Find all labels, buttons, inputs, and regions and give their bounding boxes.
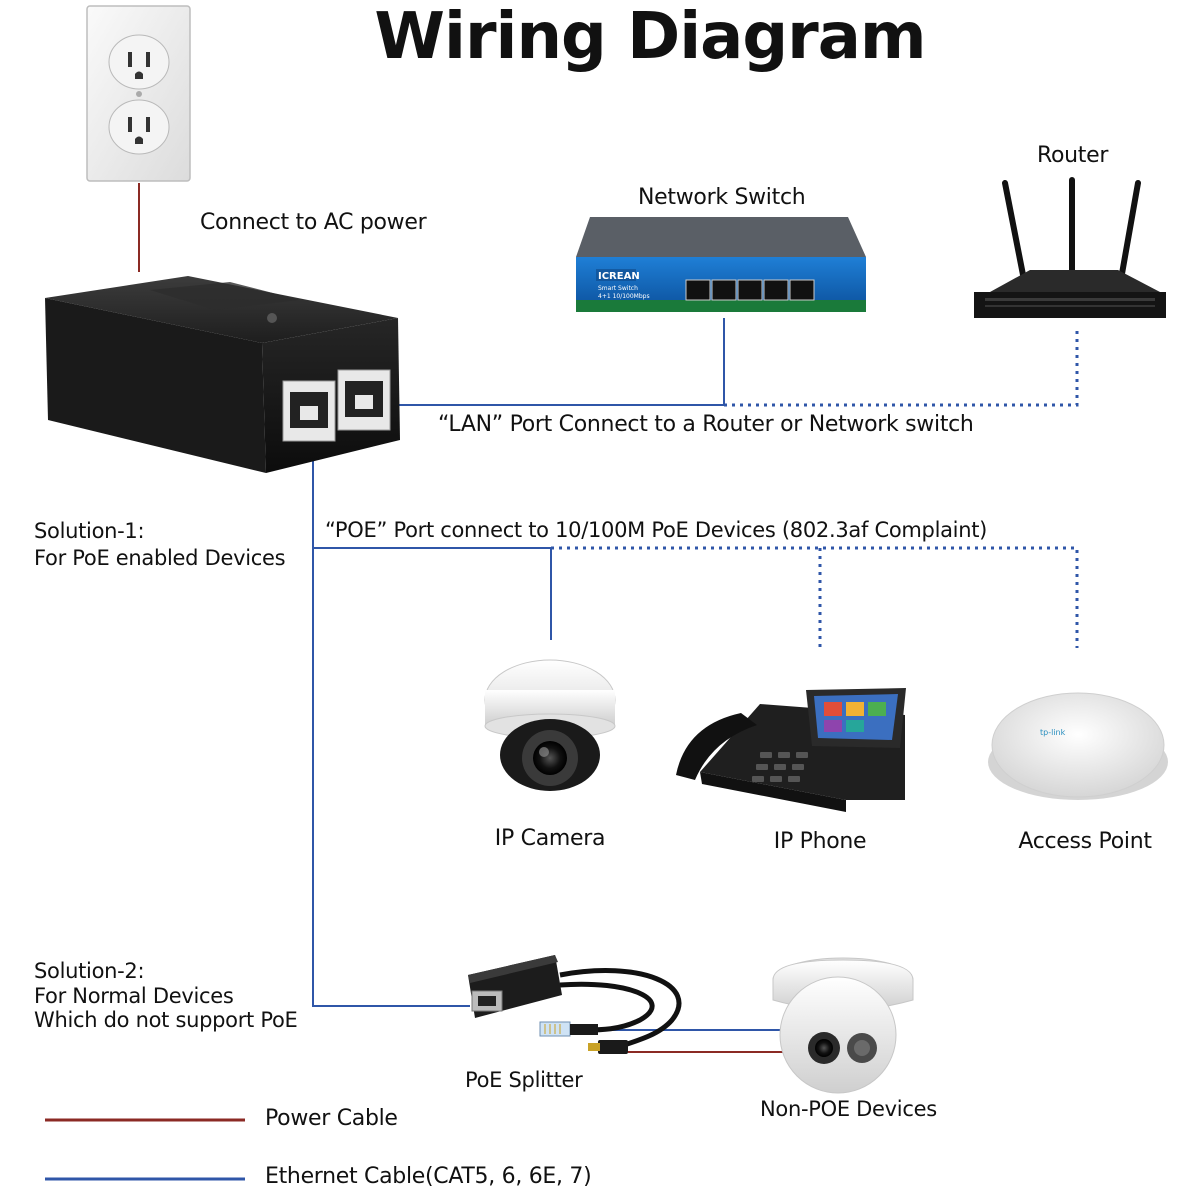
poe-injector	[45, 276, 400, 473]
ac-power-label: Connect to AC power	[200, 210, 427, 235]
poe-splitter-label: PoE Splitter	[465, 1068, 583, 1092]
ip-phone	[676, 688, 906, 812]
solution-2-desc-2: Which do not support PoE	[34, 1008, 298, 1032]
solution-2-label: Solution-2: For Normal Devices Which do …	[34, 958, 298, 1032]
ip-phone-label: IP Phone	[773, 829, 867, 854]
solution-2-desc-1: For Normal Devices	[34, 984, 234, 1008]
page-title: Wiring Diagram	[374, 0, 926, 74]
poe-dotted-links	[551, 546, 1079, 648]
switch-brand: ICREAN	[598, 271, 640, 282]
ip-camera	[484, 659, 616, 791]
router	[974, 177, 1166, 318]
solution-1-label: Solution-1: For PoE enabled Devices	[34, 518, 286, 572]
splitter-output-cables	[600, 1029, 790, 1053]
access-point: tp-link	[988, 692, 1168, 800]
wall-outlet	[86, 5, 191, 182]
poe-splitter	[468, 955, 682, 1054]
poe-port-label: “POE” Port connect to 10/100M PoE Device…	[325, 518, 988, 542]
solution-1-desc: For PoE enabled Devices	[34, 546, 286, 570]
lan-port-label: “LAN” Port Connect to a Router or Networ…	[438, 412, 974, 437]
non-poe-label: Non-POE Devices	[760, 1097, 937, 1121]
non-poe-camera	[772, 957, 914, 1094]
ethernet-cable-lan	[370, 318, 725, 406]
ip-camera-label: IP Camera	[494, 826, 606, 851]
legend-ethernet-label: Ethernet Cable(CAT5, 6, 6E, 7)	[265, 1164, 592, 1189]
ap-brand-text: tp-link	[1040, 728, 1066, 737]
switch-speed: 4+1 10/100Mbps	[598, 293, 650, 300]
switch-model: Smart Switch	[598, 285, 638, 292]
router-label: Router	[1037, 143, 1109, 168]
network-switch: ICREAN Smart Switch 4+1 10/100Mbps	[576, 217, 866, 312]
solution-2-title: Solution-2:	[34, 959, 145, 983]
legend-lines	[45, 1118, 245, 1181]
network-switch-label: Network Switch	[638, 185, 806, 210]
router-link-dotted	[724, 330, 1079, 407]
legend-power-label: Power Cable	[265, 1106, 398, 1131]
solution-1-title: Solution-1:	[34, 519, 145, 543]
access-point-label: Access Point	[1018, 829, 1152, 854]
